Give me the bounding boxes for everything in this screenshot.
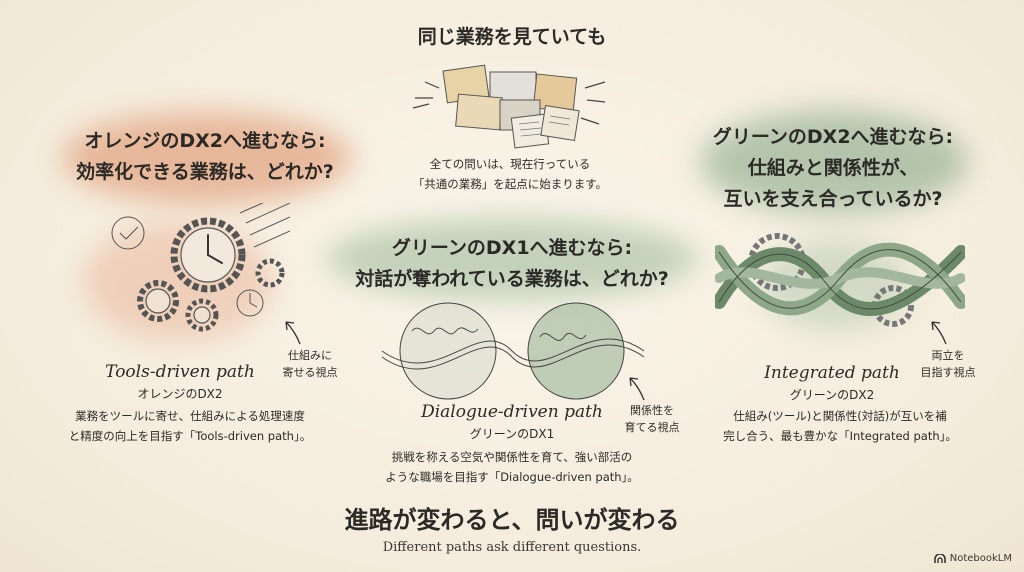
top-subtitle-line2: 「共通の業務」を起点に始まります。 [412, 177, 608, 191]
green2-side-note: 両立を 目指す視点 [908, 347, 988, 381]
top-subtitle-line1: 全ての問いは、現在行っている [429, 157, 591, 171]
green1-side-note: 関係性を 育てる視点 [612, 402, 692, 436]
gears-clock-icon [111, 203, 290, 332]
braided-rope-icon [715, 233, 965, 327]
green2-heading-line1: グリーンのDX2へ進むなら: [712, 126, 954, 148]
green2-arrow-icon [931, 321, 947, 345]
green1-path-sub: グリーンのDX1 [469, 427, 555, 441]
dialogue-circles-icon [381, 302, 645, 400]
footer-title: 進路が変わると、問いが変わる [344, 506, 680, 534]
orange-path-sub: オレンジのDX2 [137, 387, 223, 401]
notebooklm-logo-icon [933, 553, 946, 563]
orange-desc-line1: 業務をツールに寄せ、仕組みによる処理速度 [75, 409, 305, 423]
green2-path-sub: グリーンのDX2 [789, 388, 875, 402]
orange-description: 業務をツールに寄せ、仕組みによる処理速度 と精度の向上を目指す「Tools-dr… [40, 406, 340, 446]
top-subtitle: 全ての問いは、現在行っている 「共通の業務」を起点に始まります。 [350, 154, 670, 194]
footer-subtitle: Different paths ask different questions. [382, 540, 642, 555]
orange-side-line2: 寄せる視点 [282, 366, 338, 379]
green2-heading-line2: 仕組みと関係性が、 [747, 157, 919, 179]
orange-heading-line2: 効率化できる業務は、どれか? [76, 161, 334, 183]
orange-heading: オレンジのDX2へ進むなら: 効率化できる業務は、どれか? [55, 126, 355, 188]
green2-description: 仕組み(ツール)と関係性(対話)が互いを補 完し合う、最も豊かな「Integra… [690, 406, 990, 446]
green2-desc-line1: 仕組み(ツール)と関係性(対話)が互いを補 [733, 409, 947, 423]
green1-side-line1: 関係性を [630, 404, 674, 417]
green1-side-line2: 育てる視点 [624, 421, 680, 434]
orange-path-name: Tools-driven path [105, 362, 255, 382]
green1-desc-line1: 挑戦を称える空気や関係性を育て、強い部活の [391, 450, 633, 464]
green2-heading: グリーンのDX2へ進むなら: 仕組みと関係性が、 互いを支え合っているか? [688, 122, 978, 215]
green2-desc-line2: 完し合う、最も豊かな「Integrated path」。 [723, 429, 957, 443]
green1-description: 挑戦を称える空気や関係性を育て、強い部活の ような職場を目指す「Dialogue… [362, 447, 662, 487]
green2-side-line2: 目指す視点 [920, 366, 976, 379]
orange-side-note: 仕組みに 寄せる視点 [270, 347, 350, 381]
orange-heading-line1: オレンジのDX2へ進むなら: [84, 130, 326, 152]
orange-side-line1: 仕組みに [288, 349, 332, 362]
green1-arrow-icon [629, 377, 645, 401]
green-wash-dx1 [326, 218, 698, 300]
orange-arrow-icon [285, 321, 301, 345]
green1-desc-line2: ような職場を目指す「Dialogue-driven path」。 [385, 470, 639, 484]
green1-path-name: Dialogue-driven path [421, 402, 603, 422]
green1-heading: グリーンのDX1へ進むなら: 対話が奪われている業務は、どれか? [312, 233, 712, 295]
green2-path-name: Integrated path [764, 363, 900, 383]
orange-desc-line2: と精度の向上を目指す「Tools-driven path」。 [68, 429, 312, 443]
papers-icon [412, 64, 606, 149]
green-wash-dx2 [700, 110, 968, 214]
green2-heading-line3: 互いを支え合っているか? [723, 188, 943, 210]
brand-label: NotebookLM [949, 553, 1012, 564]
top-title: 同じ業務を見ていても [417, 26, 607, 48]
orange-wash-heading [62, 112, 352, 204]
green2-side-line1: 両立を [931, 349, 965, 362]
brand: NotebookLM [933, 553, 1012, 564]
green1-heading-line2: 対話が奪われている業務は、どれか? [355, 268, 669, 290]
green1-heading-line1: グリーンのDX1へ進むなら: [391, 237, 633, 259]
